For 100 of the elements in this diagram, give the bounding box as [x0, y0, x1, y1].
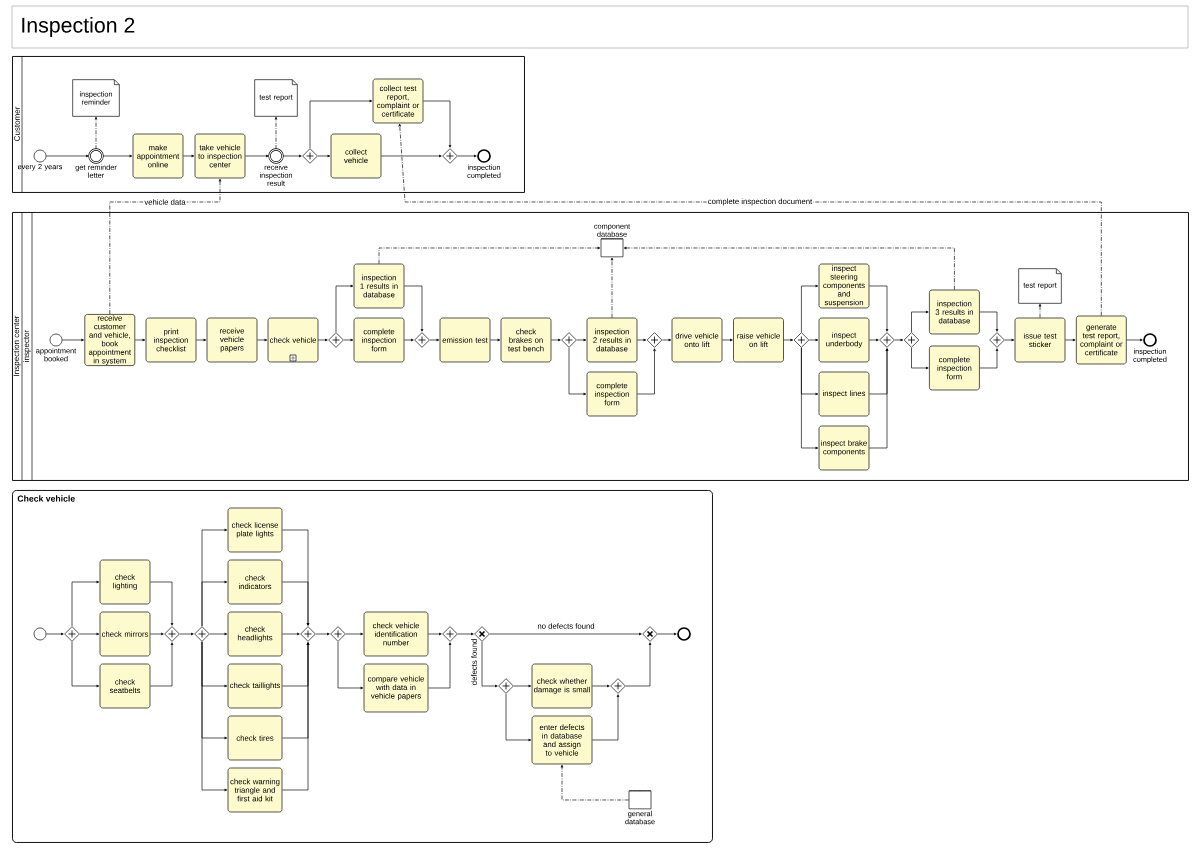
arrow [245, 154, 269, 158]
arrow [71, 580, 100, 627]
arrow [1126, 338, 1143, 342]
arrow [625, 642, 652, 687]
arrow [489, 632, 642, 636]
intermediate-event [88, 148, 104, 164]
arrow [568, 347, 587, 396]
arrow [592, 694, 620, 741]
arrow [429, 338, 440, 342]
exclusive-gateway [642, 626, 658, 642]
parallel-gateway [442, 626, 458, 642]
parallel-gateway [879, 332, 895, 348]
arrow [317, 154, 331, 158]
arrow [979, 348, 999, 369]
association-arrow [274, 116, 278, 150]
arrow [869, 285, 889, 332]
arrow [911, 347, 929, 370]
association-arrow [378, 246, 601, 264]
parallel-gateway [442, 148, 458, 164]
arrow [102, 154, 133, 158]
message-flow [109, 178, 222, 315]
arrow [179, 632, 194, 636]
arrow [196, 338, 207, 342]
intermediate-event [268, 148, 284, 164]
arrow [282, 642, 310, 791]
arrow [318, 338, 328, 342]
parallel-gateway [610, 678, 626, 694]
arrow [423, 100, 452, 148]
arrow [62, 338, 84, 342]
arrow [457, 632, 474, 636]
arrow [592, 684, 610, 688]
association-arrow [610, 257, 614, 318]
parallel-gateway [903, 332, 920, 348]
arrow [201, 641, 228, 792]
arrow [150, 642, 174, 687]
parallel-gateway [64, 626, 80, 642]
arrow [869, 348, 889, 449]
arrow [551, 338, 561, 342]
parallel-gateway [498, 678, 514, 694]
arrow [1004, 338, 1015, 342]
parallel-gateway [646, 332, 663, 348]
arrow [1065, 338, 1076, 342]
arrow [201, 580, 228, 627]
arrow [576, 338, 587, 342]
parallel-gateway [989, 332, 1005, 348]
association-arrow [623, 246, 955, 290]
arrow [183, 154, 195, 158]
arrow [46, 632, 64, 636]
start-event [49, 333, 63, 347]
parallel-gateway [164, 626, 180, 642]
association-arrow [94, 116, 98, 150]
arrow [257, 338, 268, 342]
arrow [134, 338, 146, 342]
arrow [490, 338, 501, 342]
message-flow [398, 123, 1102, 316]
end-event [1143, 333, 1157, 347]
arrow [71, 641, 100, 688]
arrow [282, 632, 300, 636]
arrow [335, 284, 354, 333]
arrow [722, 338, 733, 342]
parallel-gateway [414, 332, 430, 348]
arrow [637, 338, 647, 342]
arrow [150, 632, 164, 636]
parallel-gateway [328, 332, 344, 348]
arrow [894, 338, 904, 342]
arrow [911, 310, 929, 333]
arrow [404, 338, 414, 342]
arrow [657, 632, 677, 636]
arrow [381, 154, 442, 158]
arrow [428, 632, 442, 636]
arrow [808, 338, 819, 342]
arrow [343, 338, 354, 342]
arrow [309, 99, 373, 149]
arrow [79, 632, 100, 636]
arrow [801, 347, 819, 450]
parallel-gateway [561, 332, 577, 348]
arrow [513, 684, 532, 688]
parallel-gateway [300, 626, 316, 642]
arrow [637, 348, 656, 395]
arrow [428, 642, 452, 689]
end-event [477, 149, 491, 163]
arrow [150, 581, 174, 626]
title: Inspection 2 [22, 17, 135, 37]
end-event [677, 627, 691, 641]
parallel-gateway [793, 332, 810, 348]
arrow [345, 632, 364, 636]
start-event [33, 627, 47, 641]
data-store [600, 238, 624, 258]
arrow [457, 154, 477, 158]
arrow [46, 154, 89, 158]
arrow [979, 311, 999, 332]
arrow [505, 693, 532, 742]
arrow [801, 284, 819, 333]
arrow [315, 632, 330, 636]
arrow [282, 581, 310, 626]
arrow [869, 338, 879, 342]
parallel-gateway [302, 148, 318, 164]
parallel-gateway [194, 626, 210, 642]
parallel-gateway [330, 626, 346, 642]
arrow [337, 641, 364, 690]
